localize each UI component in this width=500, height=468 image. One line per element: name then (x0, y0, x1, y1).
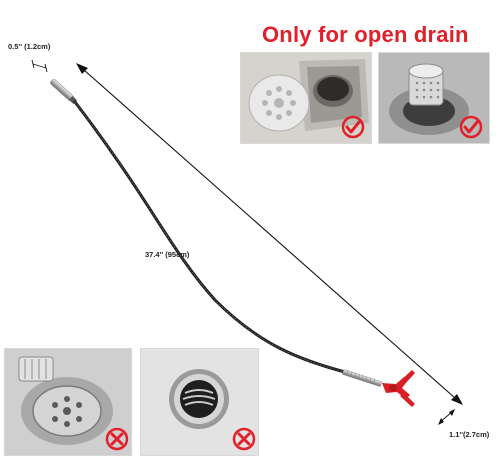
tip-width-label: 0.5'' (1.2cm) (8, 42, 51, 51)
length-dimension-arrow (76, 63, 463, 405)
check-icon (341, 115, 365, 139)
photo-floor-drain (240, 52, 372, 144)
cross-icon (232, 427, 256, 451)
headline: Only for open drain (262, 22, 469, 47)
handle-tube (50, 78, 77, 104)
grabber-head (341, 369, 415, 407)
photo-popup-drain (140, 348, 259, 456)
cross-icon (105, 427, 129, 451)
check-icon (459, 115, 483, 139)
tip-dimension-arrow (31, 59, 48, 73)
photo-fixed-strainer (4, 348, 132, 456)
photo-sink-basket (378, 52, 490, 144)
claw-dimension-arrow (438, 409, 455, 425)
length-label: 37.4'' (95cm) (145, 250, 190, 259)
claw-width-label: 1.1''(2.7cm) (449, 430, 490, 439)
